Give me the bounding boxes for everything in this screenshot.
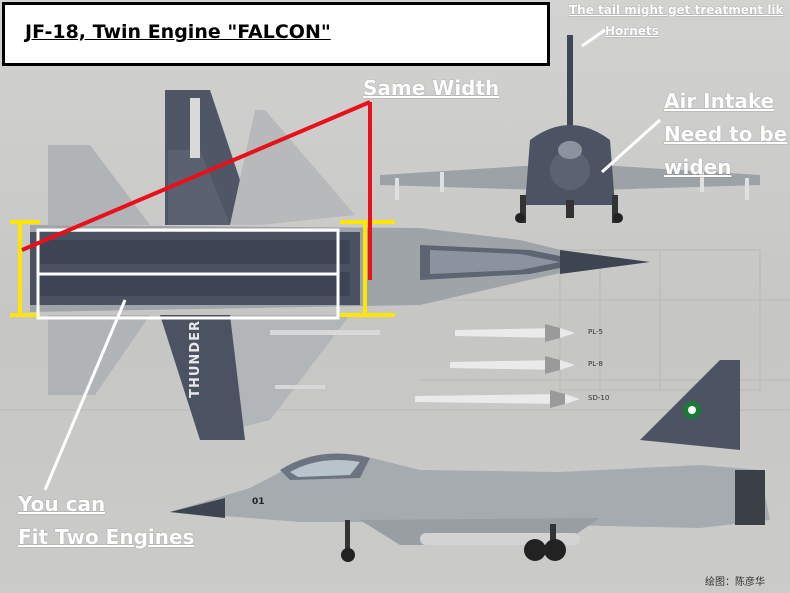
air-intake-label-line3: widen — [664, 155, 732, 179]
same-width-label: Same Width — [363, 76, 500, 100]
tail-note-line1: The tail might get treatment lik — [569, 3, 784, 17]
missile-label-1: PL-5 — [588, 328, 603, 336]
page-title: JF-18, Twin Engine "FALCON" — [25, 21, 331, 43]
missile-label-3: SD-10 — [588, 394, 610, 402]
tail-note-line2: Hornets — [605, 24, 659, 38]
side-view-aircraft — [170, 360, 770, 562]
air-intake-label-line1: Air Intake — [664, 89, 775, 113]
top-view-aircraft — [30, 90, 650, 440]
same-width-lines — [21, 100, 372, 280]
blueprint-lines — [0, 249, 790, 411]
missiles — [415, 324, 580, 408]
width-brackets — [10, 220, 395, 317]
air-intake-label-line2: Need to be — [664, 122, 788, 146]
engines-label-line1: You can — [18, 492, 106, 516]
nose-number: 01 — [252, 497, 265, 507]
wing-marking: THUNDER — [188, 320, 203, 398]
title-box: JF-18, Twin Engine "FALCON" — [2, 2, 550, 66]
front-view-aircraft — [380, 35, 760, 223]
engines-label-line2: Fit Two Engines — [18, 525, 195, 549]
engine-outline — [36, 228, 340, 320]
pointer-lines — [43, 28, 662, 491]
missile-label-2: PL-8 — [588, 360, 603, 368]
illustrator-credit: 绘图：陈彦华 — [705, 577, 765, 588]
